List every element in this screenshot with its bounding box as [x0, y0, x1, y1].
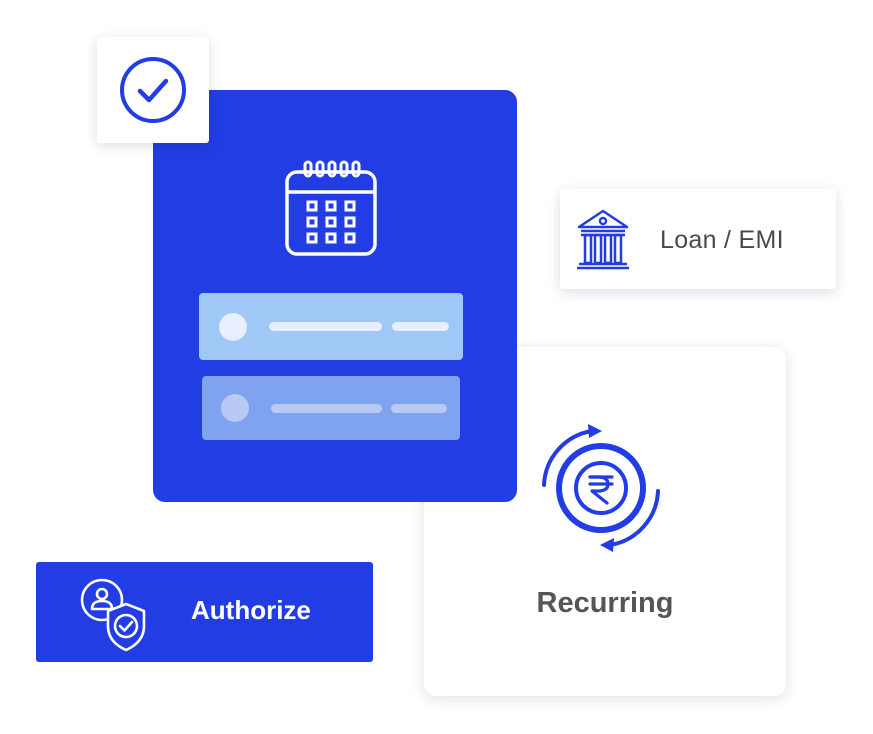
bank-icon [577, 209, 629, 270]
loan-emi-card[interactable]: Loan / EMI [560, 189, 836, 289]
avatar-placeholder [221, 394, 249, 422]
list-item [199, 293, 463, 360]
text-placeholder [391, 404, 447, 413]
list-item [202, 376, 460, 440]
calendar-icon [285, 160, 377, 256]
text-placeholder [269, 322, 382, 331]
text-placeholder [392, 322, 449, 331]
text-placeholder [271, 404, 382, 413]
avatar-placeholder [219, 313, 247, 341]
authorize-label: Authorize [191, 595, 311, 625]
rupee-cycle-icon [542, 424, 660, 552]
recurring-label: Recurring [536, 587, 674, 619]
authorize-button[interactable]: Authorize [36, 562, 373, 662]
check-circle-icon [120, 57, 186, 123]
check-card [97, 37, 209, 143]
recurring-card[interactable]: Recurring [424, 347, 786, 696]
user-shield-check-icon [80, 578, 146, 652]
loan-emi-label: Loan / EMI [660, 226, 784, 254]
